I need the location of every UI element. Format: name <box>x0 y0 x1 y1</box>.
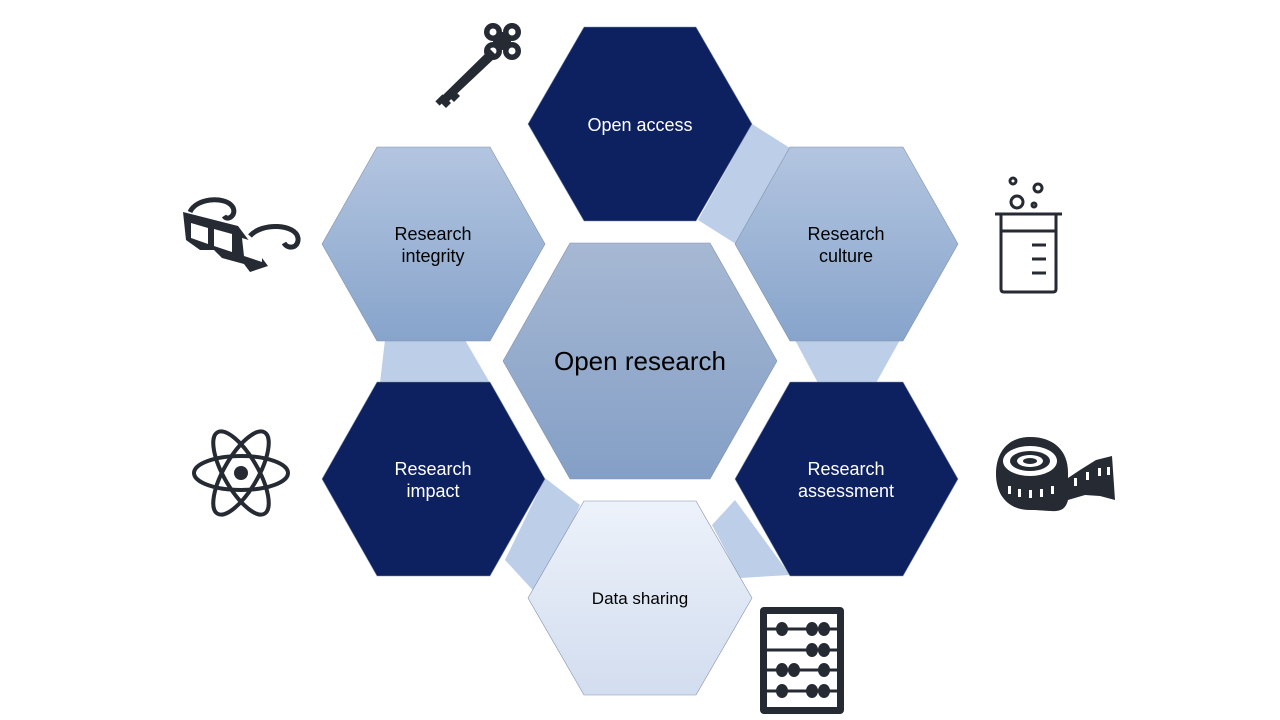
connectors <box>380 124 900 598</box>
atom-icon <box>192 429 290 517</box>
hex-data-sharing[interactable]: Data sharing <box>527 500 753 696</box>
hex-open-access[interactable]: Open access <box>527 26 753 222</box>
hex-label-research-integrity-2: integrity <box>401 246 464 266</box>
hex-research-assessment[interactable]: Research assessment <box>734 381 959 577</box>
beaker-icon <box>995 176 1062 294</box>
hex-label-research-culture-2: culture <box>819 246 873 266</box>
hex-research-culture[interactable]: Research culture <box>734 146 959 342</box>
hexagon <box>502 242 778 480</box>
connector-assessment-data <box>712 500 790 578</box>
hexagon <box>527 500 753 696</box>
connector-culture-assessment <box>795 340 900 383</box>
connector-impact-data <box>505 478 580 598</box>
hex-label-research-assessment: Research <box>807 459 884 479</box>
hexagon <box>734 381 959 577</box>
tape-measure-icon <box>996 437 1115 512</box>
key-icon <box>435 23 521 108</box>
hex-label-open-access: Open access <box>587 115 692 135</box>
hex-label-research-impact: Research <box>394 459 471 479</box>
hex-research-impact[interactable]: Research impact <box>321 381 546 577</box>
hexagon <box>321 381 546 577</box>
abacus-icon <box>760 607 844 714</box>
connector-open-access-culture <box>698 124 790 244</box>
center-label: Open research <box>554 346 726 376</box>
hex-open-research-center[interactable]: Open research <box>502 242 778 480</box>
hex-label-data-sharing: Data sharing <box>592 589 688 608</box>
hex-label-research-integrity: Research <box>394 224 471 244</box>
hexagon <box>321 146 546 342</box>
3d-glasses-icon <box>183 197 301 272</box>
connector-integrity-impact <box>380 340 490 383</box>
hexagon <box>527 26 753 222</box>
hex-research-integrity[interactable]: Research integrity <box>321 146 546 342</box>
hexagon <box>734 146 959 342</box>
hex-label-research-culture: Research <box>807 224 884 244</box>
hex-label-research-assessment-2: assessment <box>798 481 894 501</box>
hex-label-research-impact-2: impact <box>406 481 459 501</box>
